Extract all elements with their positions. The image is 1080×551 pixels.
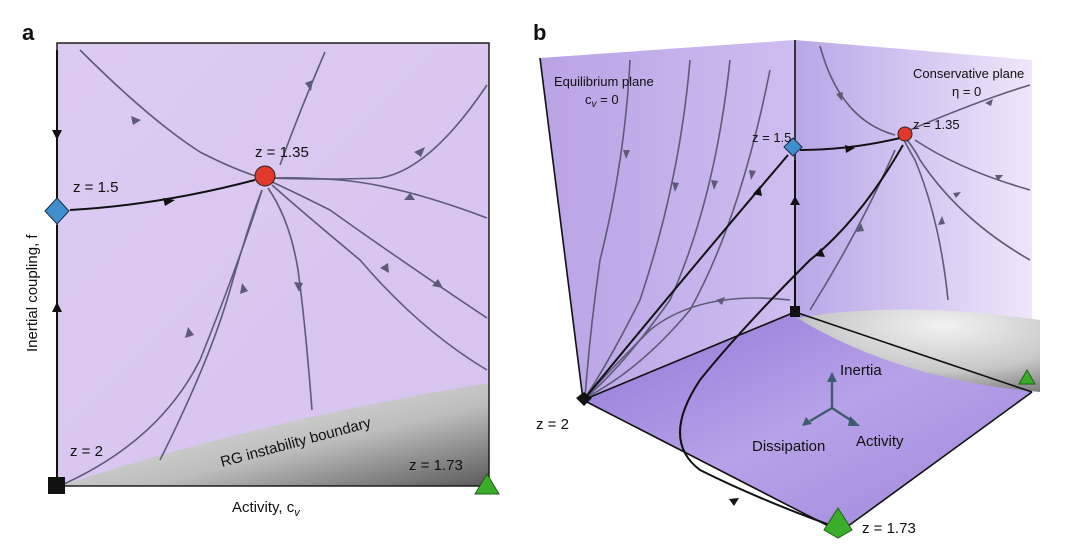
flow-arrow [131, 116, 141, 125]
label-z2-3d: z = 2 [536, 416, 569, 433]
y-axis-label: Inertial coupling, f [24, 234, 41, 352]
flow-arrow [938, 216, 945, 225]
flow-arrow [995, 175, 1003, 181]
flow-arrow [856, 223, 864, 232]
conservative-plane [795, 40, 1032, 392]
rg-instability-region-3d [797, 309, 1040, 392]
flow-arrow [240, 283, 248, 294]
flow-z15-to-z2 [584, 154, 789, 399]
conservative-plane-label: Conservative plane [913, 66, 1024, 81]
flow-line [903, 139, 949, 301]
flow-line [809, 149, 896, 311]
flow-arrow [432, 279, 443, 288]
fixed-point-z135 [254, 165, 276, 187]
activity-label: Activity [856, 433, 904, 450]
inertia-label: Inertia [840, 362, 882, 379]
flow-line [159, 189, 263, 461]
rg-instability-region [60, 383, 489, 486]
fixed-point-z15-3d [783, 137, 803, 157]
panel-a-letter: a [22, 20, 35, 45]
flow-arrow [380, 263, 389, 273]
flow-arrow [953, 192, 961, 198]
label-z173: z = 1.73 [409, 457, 463, 474]
flow-arrow [729, 498, 739, 506]
equilibrium-plane-label: Equilibrium plane [554, 74, 654, 89]
flow-arrow [623, 150, 630, 159]
flow-line [279, 51, 326, 166]
equilibrium-plane-equation: cv = 0 [585, 92, 619, 110]
flow-line [904, 137, 1031, 261]
label-z15: z = 1.5 [73, 179, 118, 196]
flow-line [914, 139, 1031, 191]
flow-arrow [845, 145, 855, 153]
activity-axis [831, 406, 853, 423]
flow-arrow [414, 147, 425, 157]
flow-line [271, 181, 488, 319]
flow-arrow [52, 130, 62, 140]
flow-line [819, 45, 896, 136]
fixed-point-z173-3d [823, 507, 853, 539]
fixed-point-z2 [48, 477, 65, 494]
dissipation-axis [809, 406, 833, 423]
label-z135-3d: z = 1.35 [913, 117, 960, 132]
flow-line [909, 84, 1031, 131]
panel-b-letter: b [533, 20, 546, 45]
flow-line [584, 69, 771, 399]
flow-arrow [404, 193, 415, 200]
panel-b: b [533, 20, 1040, 539]
separatrix [69, 179, 256, 211]
flow-line [271, 176, 488, 219]
flow-arrow [749, 170, 756, 180]
fixed-point-origin-3d [790, 306, 800, 317]
label-z2: z = 2 [70, 443, 103, 460]
flow-line [584, 59, 691, 399]
label-z15-3d: z = 1.5 [752, 130, 791, 145]
flow-arrow [672, 182, 679, 192]
flow-arrow [790, 196, 800, 205]
activity-arrow-icon [848, 416, 860, 426]
flow-line [79, 49, 263, 179]
flow-line [584, 59, 631, 399]
flow-line [267, 187, 313, 411]
fixed-point-z2-3d [576, 392, 592, 406]
flow-arrow [305, 80, 313, 91]
equilibrium-plane [540, 40, 795, 400]
flow-arrow [294, 282, 303, 292]
label-z135: z = 1.35 [255, 144, 309, 161]
flow-arrow [711, 180, 718, 190]
panel-a-flow-lines [63, 49, 488, 485]
flow-line [269, 84, 488, 180]
flow-line [584, 297, 791, 399]
dissipation-label: Dissipation [752, 438, 825, 455]
label-z173-3d: z = 1.73 [862, 520, 916, 537]
flow-arrow [815, 248, 825, 257]
flow-arrow [716, 297, 725, 305]
fixed-point-z135-3d [897, 126, 913, 142]
dissipation-arrow-icon [802, 417, 812, 426]
flow-arrow [52, 302, 62, 312]
panel-a: a [22, 20, 500, 519]
flow-arrow [836, 92, 843, 101]
flow-arrow [185, 327, 194, 338]
fixed-point-z173-corner [1018, 368, 1036, 385]
flow-arrow [753, 186, 762, 196]
edge-left [539, 57, 584, 401]
fixed-point-z173 [474, 473, 500, 495]
flow-arrow [163, 198, 175, 206]
flow-to-z173 [679, 144, 904, 529]
flow-arrow [985, 99, 993, 106]
axis-triad [802, 372, 860, 426]
conservative-plane-equation: η = 0 [952, 84, 981, 99]
inertia-arrow-icon [827, 372, 837, 382]
flow-line [271, 184, 488, 371]
fixed-point-z15 [44, 197, 70, 225]
x-axis-label: Activity, cv [232, 499, 301, 519]
